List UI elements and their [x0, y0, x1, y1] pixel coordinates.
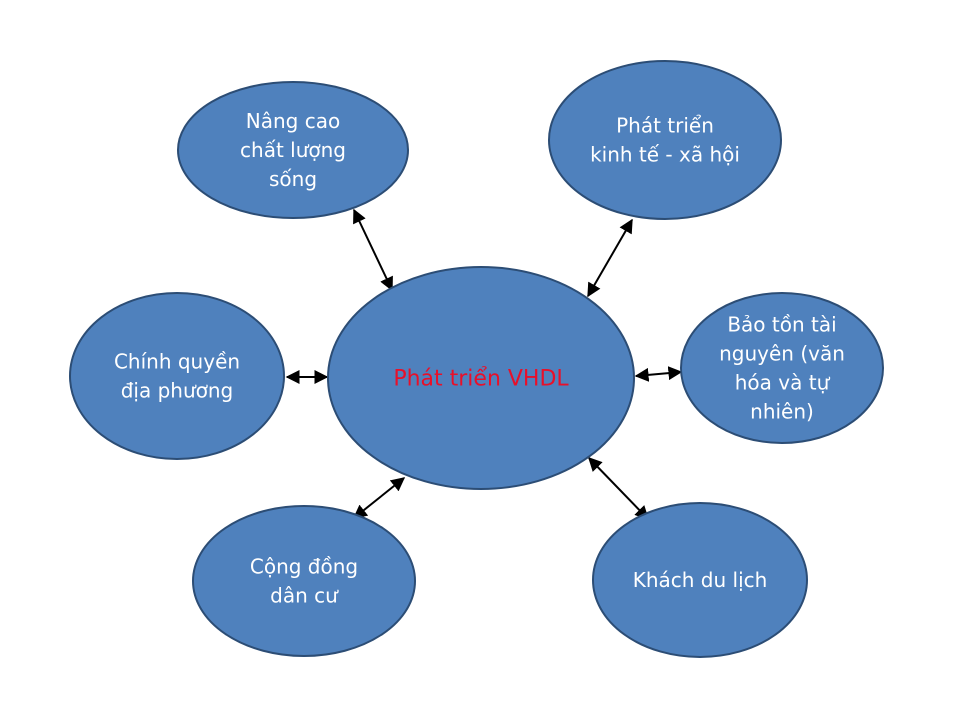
- center-node-label: Phát triển VHDL: [393, 367, 569, 392]
- node-local-government-shape: [69, 292, 285, 460]
- node-resource-conservation: Bảo tồn tài nguyên (văn hóa và tự nhiên): [680, 292, 884, 444]
- edges: [285, 208, 683, 521]
- edge-tourists: [588, 456, 649, 521]
- edge-quality-of-life: [353, 208, 393, 292]
- center-node-shape: [327, 266, 635, 490]
- node-resource-conservation-shape: [680, 292, 884, 444]
- node-residents-line: dân cư: [270, 584, 339, 608]
- node-tourists: Khách du lịch: [592, 502, 808, 658]
- node-resource-conservation-line: Bảo tồn tài: [727, 313, 836, 337]
- node-quality-of-life-line: chất lượng: [240, 138, 346, 162]
- center-node: Phát triển VHDL: [327, 266, 635, 490]
- node-resource-conservation-line: nguyên (văn: [719, 342, 845, 366]
- node-residents-line: Cộng đồng: [250, 555, 358, 579]
- center-node-line: Phát triển VHDL: [393, 367, 569, 392]
- node-local-government-line: địa phương: [121, 379, 234, 403]
- node-tourists-shape: [592, 502, 808, 658]
- node-quality-of-life-line: Nâng cao: [246, 109, 340, 133]
- node-socio-economic-shape: [548, 60, 782, 220]
- node-socio-economic-line: kinh tế - xã hội: [590, 143, 740, 167]
- node-socio-economic-label: Phát triển kinh tế - xã hội: [590, 114, 740, 167]
- node-tourists-label: Khách du lịch: [633, 568, 768, 592]
- node-residents-label: Cộng đồng dân cư: [250, 555, 358, 608]
- edge-residents: [352, 477, 406, 519]
- edge-resource-conservation: [634, 366, 683, 382]
- node-quality-of-life-line: sống: [269, 167, 317, 191]
- node-quality-of-life-label: Nâng cao chất lượng sống: [240, 109, 346, 191]
- node-resource-conservation-line: hóa và tự: [735, 371, 831, 395]
- node-resource-conservation-line: nhiên): [750, 400, 814, 424]
- node-quality-of-life-shape: [177, 81, 409, 219]
- node-quality-of-life: Nâng cao chất lượng sống: [177, 81, 409, 219]
- node-local-government-label: Chính quyền địa phương: [114, 350, 240, 403]
- node-tourists-line: Khách du lịch: [633, 568, 768, 592]
- node-socio-economic: Phát triển kinh tế - xã hội: [548, 60, 782, 220]
- node-resource-conservation-label: Bảo tồn tài nguyên (văn hóa và tự nhiên): [719, 313, 845, 424]
- node-local-government: Chính quyền địa phương: [69, 292, 285, 460]
- node-residents: Cộng đồng dân cư: [192, 505, 416, 657]
- node-socio-economic-line: Phát triển: [616, 114, 714, 138]
- edge-socio-economic: [587, 218, 633, 298]
- node-local-government-line: Chính quyền: [114, 350, 240, 374]
- node-residents-shape: [192, 505, 416, 657]
